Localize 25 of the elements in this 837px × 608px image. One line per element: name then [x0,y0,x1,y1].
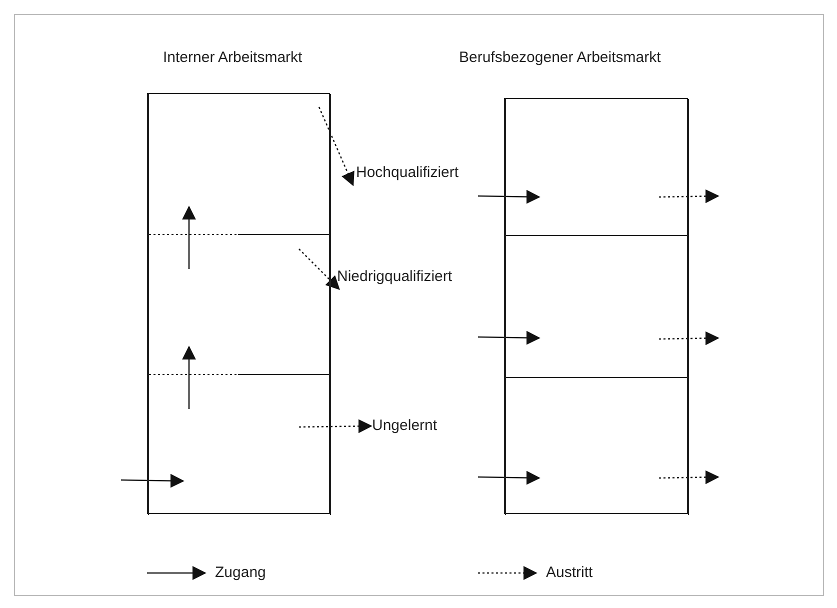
arrow [298,248,340,290]
arrow [658,331,720,346]
tier-band [148,375,331,515]
qualification-label: Ungelernt [372,417,442,436]
arrow [658,189,720,204]
legend-label: Zugang [215,564,266,581]
tier-band [148,94,331,235]
arrow [120,474,184,488]
arrow [318,106,354,186]
arrow [478,330,540,345]
arrow [658,470,720,484]
legend-label: Austritt [546,564,593,581]
tier-band [505,235,689,377]
column-heading: Berufsbezogener Arbeitsmarkt [459,49,661,66]
arrow [478,190,540,204]
arrow [182,206,196,269]
tier-band [505,377,689,515]
arrow [182,346,196,409]
column-heading: Interner Arbeitsmarkt [163,49,302,66]
qualification-label: Hochqualifiziert [356,164,464,183]
arrow [299,419,372,434]
tier-band [505,99,689,235]
arrow [478,470,540,485]
qualification-label: Niedrigqualifiziert [337,268,461,287]
tier-band [148,235,331,375]
